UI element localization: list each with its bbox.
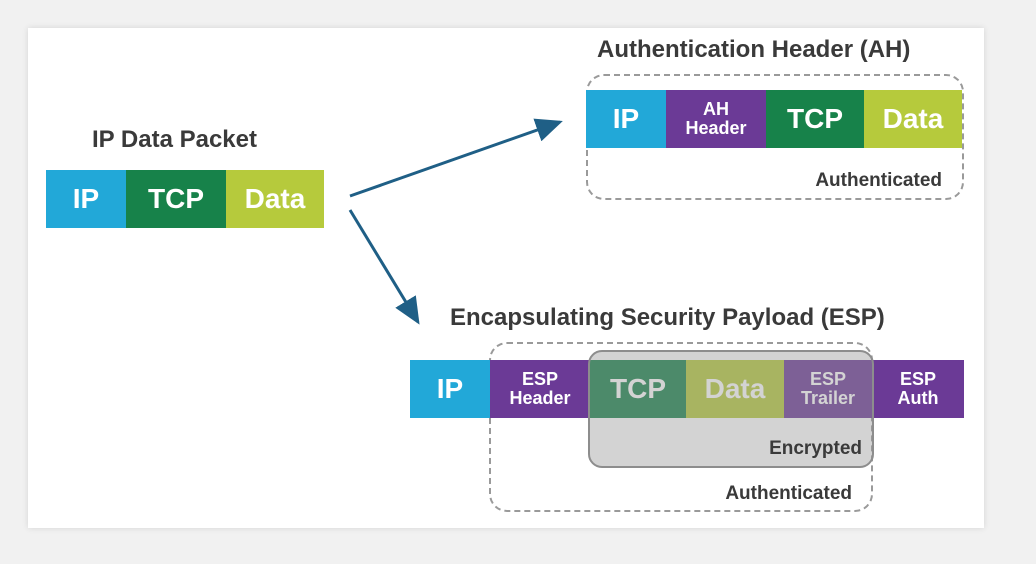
esp-trailer-cell: ESP Trailer	[784, 360, 872, 418]
ip-packet-title: IP Data Packet	[92, 126, 257, 153]
esp-authenticated-label: Authenticated	[725, 483, 852, 504]
ah-data-cell: Data	[864, 90, 962, 148]
esp-encrypted-region	[588, 350, 874, 468]
ah-header-cell: AH Header	[666, 90, 766, 148]
ah-title: Authentication Header (AH)	[597, 36, 911, 63]
esp-ip-cell: IP	[410, 360, 490, 418]
arrow-to-ah	[349, 118, 563, 198]
packet-ip-cell: IP	[46, 170, 126, 228]
ah-authenticated-label: Authenticated	[815, 170, 942, 191]
ah-ip-cell: IP	[586, 90, 666, 148]
esp-data-cell: Data	[686, 360, 784, 418]
esp-header-cell: ESP Header	[490, 360, 590, 418]
packet-data-cell: Data	[226, 170, 324, 228]
packet-tcp-cell: TCP	[126, 170, 226, 228]
esp-tcp-cell: TCP	[590, 360, 686, 418]
esp-title: Encapsulating Security Payload (ESP)	[450, 304, 885, 331]
esp-encrypted-label: Encrypted	[769, 438, 862, 459]
esp-auth-cell: ESP Auth	[872, 360, 964, 418]
arrow-to-esp	[348, 209, 420, 325]
ah-tcp-cell: TCP	[766, 90, 864, 148]
